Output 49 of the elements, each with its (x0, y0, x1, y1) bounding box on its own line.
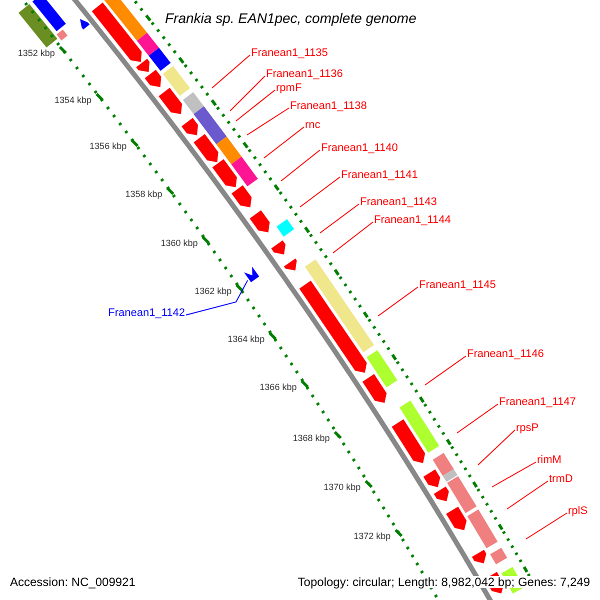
scale-label: 1366 kbp (260, 383, 297, 392)
gene-label: Franean1_1141 (341, 170, 418, 181)
scale-label: 1362 kbp (194, 287, 232, 296)
leader-line (456, 404, 498, 434)
gene-label: Franean1_1147 (499, 397, 576, 408)
gene-label: Franean1_1145 (419, 280, 496, 291)
scale-label: 1368 kbp (292, 434, 330, 443)
gene-label: Franean1_1146 (467, 349, 544, 360)
leader-line (332, 222, 374, 254)
leader-line (424, 356, 466, 386)
gene-label: rimM (537, 455, 562, 466)
scale-label: 1370 kbp (324, 483, 361, 492)
scale-label: 1360 kbp (160, 239, 198, 248)
leader-line (236, 90, 276, 122)
scale-label: 1352 kbp (18, 49, 55, 58)
leader-line (264, 126, 304, 158)
scale-label: 1358 kbp (125, 190, 162, 199)
gene-label: rplS (568, 506, 588, 517)
gene-label: rnc (305, 120, 320, 131)
leader-line (506, 480, 548, 510)
scale-label: 1356 kbp (90, 142, 127, 151)
gene-label: Franean1_1136 (266, 69, 343, 80)
scale-label: 1372 kbp (354, 532, 391, 541)
gene-label: Franean1_1140 (321, 143, 398, 154)
leader-line (378, 286, 418, 316)
gene-label: trmD (549, 474, 573, 485)
leader-line (186, 280, 248, 316)
leader-line (280, 150, 320, 182)
gene-label: Franean1_1138 (290, 101, 367, 112)
gene-label: Franean1_1144 (374, 215, 451, 226)
map-title: Frankia sp. EAN1pec, complete genome (165, 11, 416, 25)
scale-label: 1364 kbp (228, 335, 265, 344)
gene-label: Franean1_1135 (251, 48, 328, 59)
leader-line (526, 512, 568, 540)
scale-label: 1354 kbp (54, 96, 92, 105)
gene-label: Franean1_1142 (108, 308, 185, 319)
leader-line (478, 430, 516, 466)
leader-line (300, 176, 340, 208)
leader-line (320, 204, 360, 234)
gene-label: Franean1_1143 (360, 197, 437, 208)
gene-arrow (244, 266, 260, 282)
leader-line (230, 76, 266, 112)
leader-line (212, 54, 250, 88)
gene-label: rpmF (276, 83, 302, 94)
gene-label: rpsP (516, 423, 539, 434)
leader-line (492, 462, 536, 488)
accession-text: Accession: NC_009921 (10, 576, 136, 588)
leader-line (246, 108, 290, 136)
genome-summary-text: Topology: circular; Length: 8,982,042 bp; Genes: 7,249 (298, 576, 590, 588)
